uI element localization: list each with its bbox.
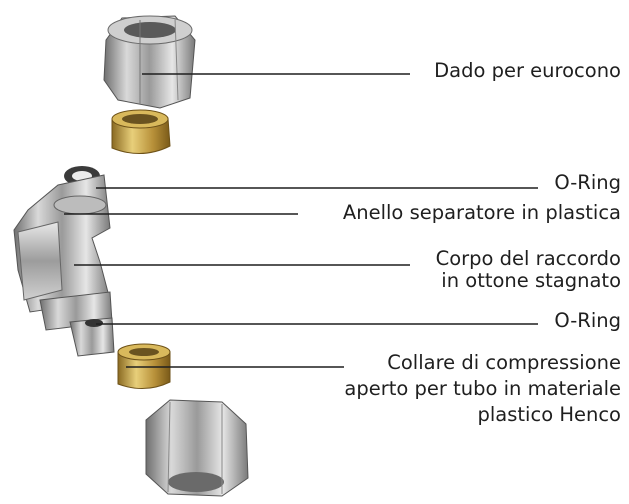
fitting-body [13, 174, 115, 357]
label-line: aperto per tubo in materiale [344, 377, 621, 400]
label-line: Corpo del raccordo [435, 247, 621, 270]
label-separator-ring: Anello separatore in plastica [343, 202, 621, 224]
top-nut [103, 15, 196, 109]
label-nut-top: Dado per eurocono [434, 60, 621, 82]
bottom-brass-collar [117, 343, 171, 389]
label-line: plastico Henco [477, 403, 622, 426]
label-body: Corpo del raccordo in ottone stagnato [436, 248, 621, 292]
label-o-ring-top: O-Ring [554, 172, 621, 194]
label-compression-collar: Collare di compressione aperto per tubo … [344, 350, 621, 428]
label-line: Collare di compressione [387, 351, 621, 374]
label-line: Dado per eurocono [434, 59, 621, 82]
label-o-ring-bottom: O-Ring [554, 310, 621, 332]
leader-lines [64, 73, 538, 368]
label-line: O-Ring [554, 171, 621, 194]
label-line: in ottone stagnato [441, 269, 621, 292]
label-line: Anello separatore in plastica [342, 201, 621, 224]
label-line: O-Ring [554, 309, 621, 332]
top-brass-ring [111, 109, 171, 154]
bottom-nut [145, 399, 249, 497]
